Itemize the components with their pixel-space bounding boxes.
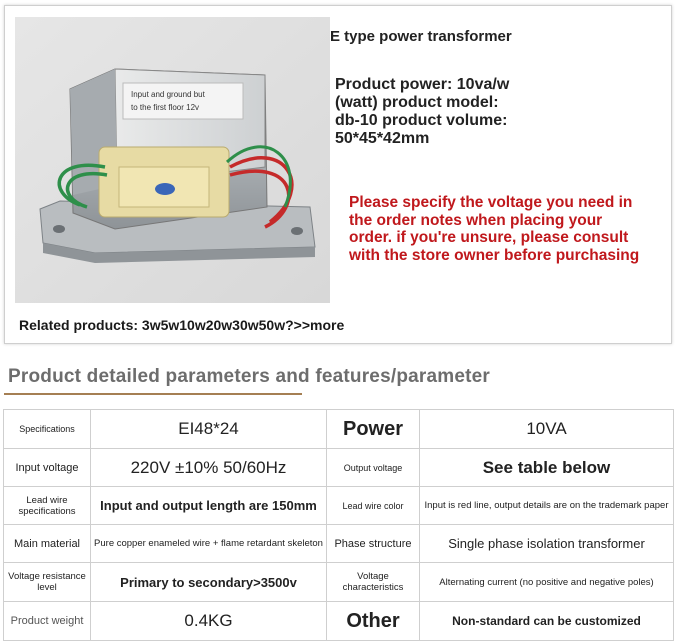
param-value: Single phase isolation transformer — [419, 524, 674, 563]
spec-line: (watt) product model: — [335, 94, 499, 111]
param-value: Primary to secondary>3500v — [90, 562, 327, 602]
param-label: Other — [326, 601, 420, 641]
param-label: Main material — [3, 524, 91, 563]
param-label: Power — [326, 409, 420, 449]
notice-line: the order notes when placing your — [349, 211, 603, 229]
param-label: Lead wire color — [326, 486, 420, 525]
product-card: Input and ground but to the first floor … — [4, 5, 672, 344]
spec-line: 50*45*42mm — [335, 130, 430, 147]
notice-line: order. if you're unsure, please consult — [349, 229, 629, 246]
spec-line: db-10 product volume: — [335, 112, 508, 129]
table-row: Specifications EI48*24 Power 10VA — [3, 409, 674, 449]
param-label: Lead wire specifications — [3, 486, 91, 525]
table-row: Product weight 0.4KG Other Non-standard … — [3, 601, 674, 641]
photo-label-line-2: to the first floor 12v — [131, 103, 199, 112]
order-notice: Please specify the voltage you need in t… — [349, 194, 669, 264]
related-products-link[interactable]: Related products: 3w5w10w20w30w50w?>>mor… — [19, 317, 345, 333]
param-value: Input and output length are 150mm — [90, 486, 327, 525]
section-underline — [4, 393, 302, 395]
section-heading: Product detailed parameters and features… — [8, 366, 491, 387]
spec-line: Product power: 10va/w — [335, 76, 510, 93]
param-value: 0.4KG — [90, 601, 327, 641]
notice-line: with the store owner before purchasing — [349, 246, 640, 264]
product-title: E type power transformer — [330, 28, 512, 45]
product-specs: Product power: 10va/w (watt) product mod… — [335, 76, 655, 148]
param-label: Voltage resistance level — [3, 562, 91, 602]
table-row: Voltage resistance level Primary to seco… — [3, 562, 674, 602]
param-value: Pure copper enameled wire + flame retard… — [90, 524, 327, 563]
param-value: Non-standard can be customized — [419, 601, 674, 641]
param-label: Specifications — [3, 409, 91, 449]
photo-label-line-1: Input and ground but — [131, 90, 206, 99]
table-row: Main material Pure copper enameled wire … — [3, 524, 674, 563]
param-value: 220V ±10% 50/60Hz — [90, 448, 327, 487]
table-row: Input voltage 220V ±10% 50/60Hz Output v… — [3, 448, 674, 487]
param-label: Product weight — [3, 601, 91, 641]
param-label: Input voltage — [3, 448, 91, 487]
transformer-image: Input and ground but to the first floor … — [15, 17, 330, 303]
param-value: EI48*24 — [90, 409, 327, 449]
notice-line: Please specify the voltage you need in — [349, 194, 633, 211]
param-value: Input is red line, output details are on… — [419, 486, 674, 525]
parameter-table: Specifications EI48*24 Power 10VA Input … — [3, 409, 674, 641]
table-row: Lead wire specifications Input and outpu… — [3, 486, 674, 525]
param-value: Alternating current (no positive and neg… — [419, 562, 674, 602]
param-label: Output voltage — [326, 448, 420, 487]
param-label: Phase structure — [326, 524, 420, 563]
product-photo: Input and ground but to the first floor … — [15, 17, 330, 303]
param-label: Voltage characteristics — [326, 562, 420, 602]
param-value: 10VA — [419, 409, 674, 449]
param-value: See table below — [419, 448, 674, 487]
